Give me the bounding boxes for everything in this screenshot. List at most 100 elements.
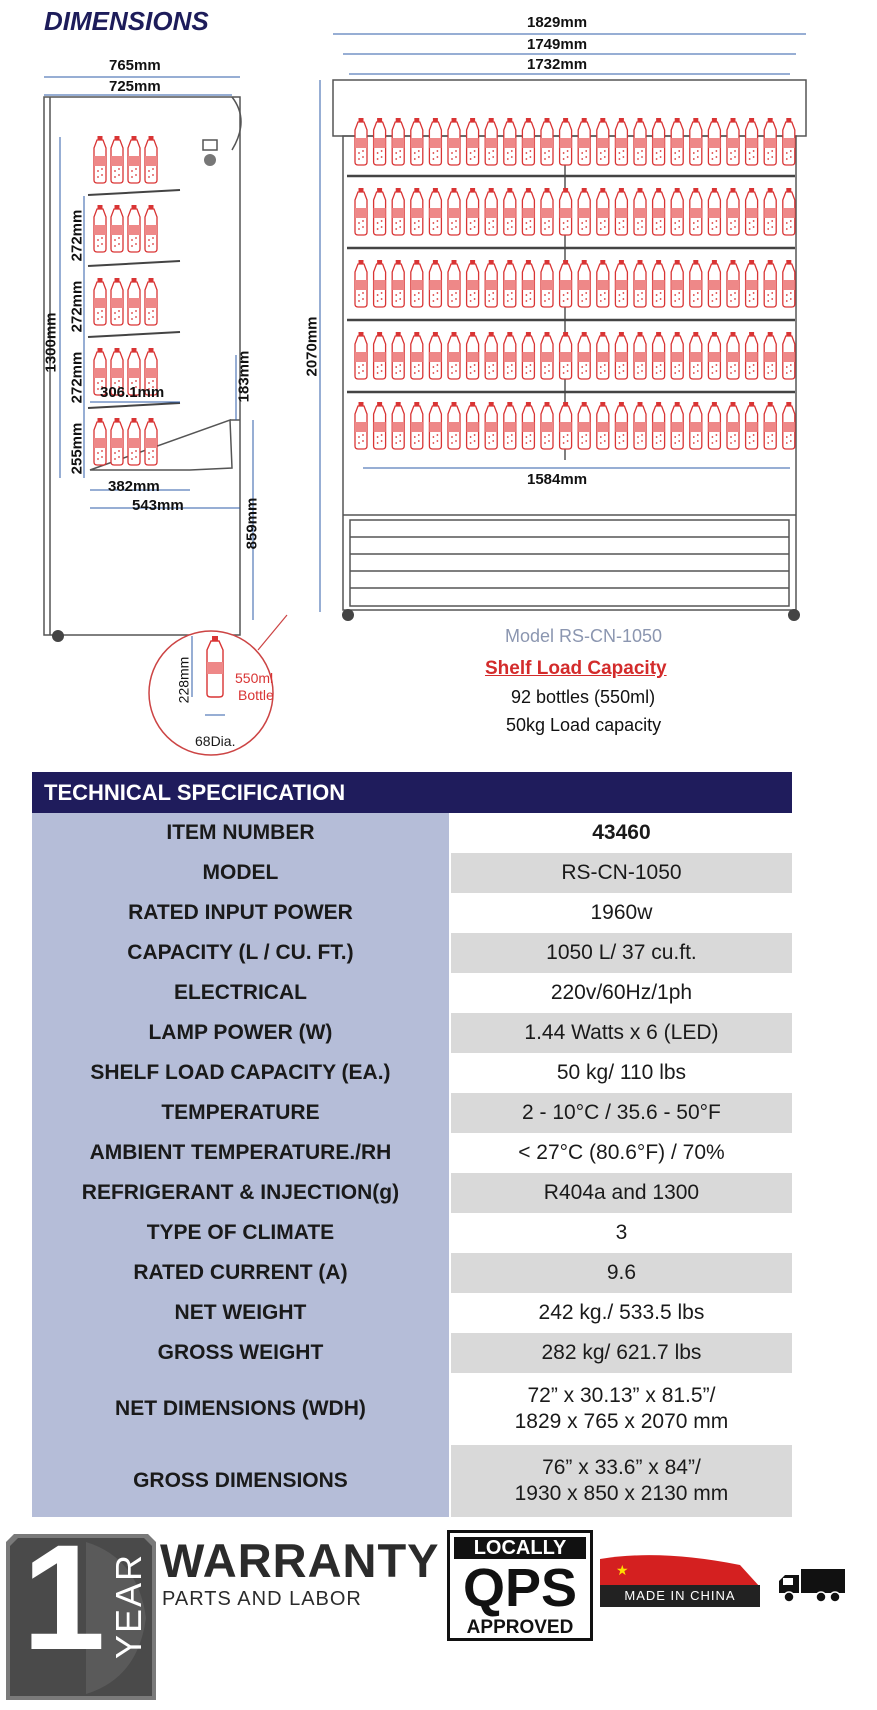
front-bottle — [521, 259, 536, 308]
spec-row: ELECTRICAL 220v/60Hz/1ph — [32, 973, 792, 1013]
warranty-year-word: YEAR — [108, 1552, 150, 1660]
front-bottle — [614, 117, 629, 166]
front-bottle — [521, 401, 536, 450]
front-bottle — [447, 331, 461, 380]
front-width-total-label: 1829mm — [527, 14, 588, 31]
spec-key: RATED CURRENT (A) — [32, 1253, 449, 1293]
front-bottle — [558, 259, 573, 308]
cabinet-drawings — [43, 33, 807, 756]
spec-value: 1960w — [590, 900, 653, 924]
spec-header: TECHNICAL SPECIFICATION — [32, 772, 792, 813]
spec-key: LAMP POWER (W) — [32, 1013, 449, 1053]
shelf-load-bottles: 92 bottles (550ml) — [511, 687, 656, 707]
spec-row: REFRIGERANT & INJECTION(g)R404a and 1300 — [32, 1173, 792, 1213]
shelf-gap-1-label: 272mm — [68, 209, 86, 262]
front-bottle — [428, 259, 443, 308]
front-bottle — [707, 331, 722, 380]
front-bottle — [391, 259, 405, 308]
front-bottle — [744, 259, 759, 308]
front-bottle — [503, 401, 517, 450]
front-bottle — [744, 187, 759, 236]
front-bottle — [763, 401, 777, 450]
front-width-2-label: 1749mm — [527, 36, 588, 53]
front-bottle — [782, 117, 796, 166]
spec-row: NET DIMENSIONS (WDH) 72” x 30.13” x 81.5”… — [32, 1373, 792, 1445]
side-shelves — [87, 135, 181, 466]
spec-row: RATED INPUT POWER 1960w — [32, 893, 792, 933]
spec-value: 72” x 30.13” x 81.5”/ 1829 x 765 x 2070 … — [514, 1383, 729, 1433]
spec-value: 1050 L/ 37 cu.ft. — [450, 933, 792, 973]
front-bottle — [354, 401, 368, 450]
warranty-title: WARRANTY — [160, 1534, 440, 1587]
front-shelf-width-label: 1584mm — [527, 471, 588, 488]
front-bottle — [465, 401, 480, 450]
front-bottle — [391, 331, 405, 380]
front-bottle — [372, 187, 387, 236]
front-bottle — [763, 117, 777, 166]
front-bottle — [428, 401, 443, 450]
front-bottle — [763, 187, 777, 236]
bottle-height-label: 228mm — [175, 656, 192, 704]
spec-key: MODEL — [32, 853, 449, 893]
front-bottle — [689, 117, 703, 166]
front-bottle — [707, 401, 722, 450]
spec-key: GROSS WEIGHT — [32, 1333, 449, 1373]
front-bottle — [670, 117, 684, 166]
front-bottle — [726, 259, 740, 308]
front-bottle — [744, 331, 759, 380]
spec-key: RATED INPUT POWER — [32, 893, 449, 933]
spec-row: CAPACITY (L / CU. FT.)1050 L/ 37 cu.ft. — [32, 933, 792, 973]
spec-key: TEMPERATURE — [32, 1093, 449, 1133]
spec-key: REFRIGERANT & INJECTION(g) — [32, 1173, 449, 1213]
spec-key: ELECTRICAL — [32, 973, 449, 1013]
spec-key: AMBIENT TEMPERATURE./RH — [32, 1133, 449, 1173]
front-bottle — [726, 187, 740, 236]
front-view — [332, 79, 807, 611]
qps-approved-badge: LOCALLY QPS APPROVED — [447, 1530, 593, 1641]
spec-key: CAPACITY (L / CU. FT.) — [32, 933, 449, 973]
front-bottle — [410, 259, 424, 308]
front-bottle — [540, 401, 554, 450]
spec-value: 220v/60Hz/1ph — [550, 980, 693, 1004]
front-bottle — [726, 401, 740, 450]
front-bottle — [503, 331, 517, 380]
bottom-gap-label: 255mm — [68, 422, 86, 475]
front-bottle — [633, 187, 647, 236]
front-bottle — [670, 401, 684, 450]
spec-key: TYPE OF CLIMATE — [32, 1213, 449, 1253]
spec-key: ITEM NUMBER — [32, 813, 449, 853]
front-bottle — [614, 187, 629, 236]
front-bottle — [391, 117, 405, 166]
front-bottle — [521, 187, 536, 236]
interior-height-label: 1300mm — [42, 312, 60, 373]
side-depth-inner-label: 725mm — [109, 78, 161, 95]
front-bottle — [689, 401, 703, 450]
shelf-load-kg: 50kg Load capacity — [506, 715, 662, 735]
front-bottle — [726, 331, 740, 380]
made-in-china-label: MADE IN CHINA — [600, 1585, 760, 1607]
warranty-badge — [6, 1534, 156, 1700]
front-bottle — [540, 331, 554, 380]
front-bottle — [465, 117, 480, 166]
front-bottle — [558, 331, 573, 380]
front-bottle — [540, 117, 554, 166]
front-bottle — [503, 259, 517, 308]
spec-value: 2 - 10°C / 35.6 - 50°F — [450, 1093, 792, 1133]
front-bottle — [540, 259, 554, 308]
side-view — [43, 96, 242, 636]
front-bottle — [503, 187, 517, 236]
front-bottle — [596, 401, 610, 450]
front-bottle — [689, 259, 703, 308]
front-bottle — [428, 187, 443, 236]
front-bottle — [354, 331, 368, 380]
front-bottle — [447, 259, 461, 308]
front-bottle — [763, 259, 777, 308]
spec-value: 242 kg./ 533.5 lbs — [538, 1300, 705, 1324]
spec-key: NET DIMENSIONS (WDH) — [32, 1373, 449, 1445]
front-bottle — [651, 187, 666, 236]
truck-icon — [779, 1569, 845, 1603]
